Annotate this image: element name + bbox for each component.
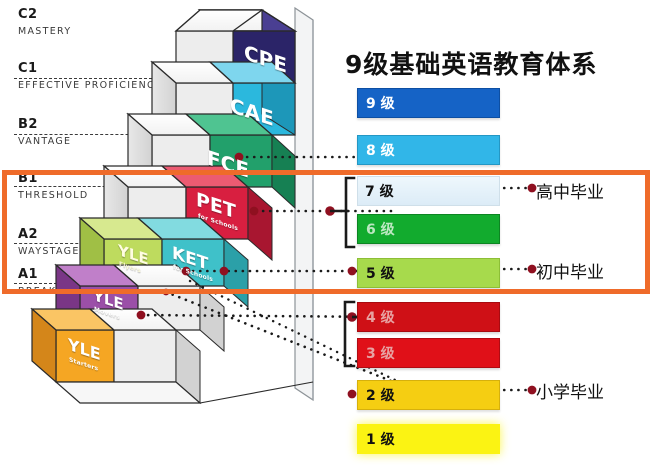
level-bar-6[interactable]: 6 级 xyxy=(357,214,500,244)
cefr-name: THRESHOLD xyxy=(18,190,89,201)
cefr-code: A1 xyxy=(18,267,39,282)
level-bar-2[interactable]: 2 级 xyxy=(357,380,500,410)
cefr-divider-line xyxy=(14,78,202,79)
cefr-name: VANTAGE xyxy=(18,136,72,147)
level-bar-label: 4 级 xyxy=(366,310,395,326)
milestone-label-high-school: 高中毕业 xyxy=(536,183,604,203)
level-bar-3[interactable]: 3 级 xyxy=(357,338,500,368)
level-bar-label: 2 级 xyxy=(366,388,395,404)
staircase-back-wall xyxy=(294,6,314,402)
cefr-code: A2 xyxy=(18,227,39,242)
cefr-band: B1 THRESHOLD xyxy=(18,172,89,201)
cefr-code: B2 xyxy=(18,117,38,132)
cefr-name: EFFECTIVE PROFICIENCY xyxy=(18,80,162,91)
level-bar-label: 3 级 xyxy=(366,346,395,362)
cefr-divider-line xyxy=(14,243,114,244)
cefr-band: C1 EFFECTIVE PROFICIENCY xyxy=(18,62,162,91)
cefr-name: WAYSTAGE xyxy=(18,246,80,257)
level-bar-label: 8 级 xyxy=(366,143,395,159)
level-bar-label: 6 级 xyxy=(366,222,395,238)
level-bar-9[interactable]: 9 级 xyxy=(357,88,500,118)
level-bar-4[interactable]: 4 级 xyxy=(357,302,500,332)
level-bar-label: 9 级 xyxy=(366,96,395,112)
cefr-divider-line xyxy=(14,134,164,135)
cefr-band: A2 WAYSTAGE xyxy=(18,228,80,257)
level-bar-5[interactable]: 5 级 xyxy=(357,258,500,288)
level-bar-label: 5 级 xyxy=(366,266,395,282)
milestone-label-primary-school: 小学毕业 xyxy=(536,383,604,403)
level-bar-label-7: 7 级 xyxy=(365,184,394,200)
level-bar-label: 1 级 xyxy=(366,432,395,448)
bracket-4-3 xyxy=(343,300,356,368)
cefr-divider-line xyxy=(14,186,140,187)
cefr-code: C2 xyxy=(18,7,38,22)
cefr-divider-line xyxy=(14,283,92,284)
cefr-code: C1 xyxy=(18,61,38,76)
cefr-band: B2 VANTAGE xyxy=(18,118,71,147)
cefr-name: MASTERY xyxy=(18,26,72,37)
bracket-7-6 xyxy=(344,176,356,249)
connector-diagonals xyxy=(188,279,426,396)
stair-step-yle-starters xyxy=(30,307,314,405)
cefr-code: B1 xyxy=(18,171,38,186)
level-bar-8[interactable]: 8 级 xyxy=(357,135,500,165)
right-panel-title: 9级基础英语教育体系 xyxy=(345,50,598,79)
level-group-brackets xyxy=(343,176,356,368)
level-bar-7[interactable] xyxy=(357,176,500,206)
milestone-label-middle-school: 初中毕业 xyxy=(536,263,604,283)
cefr-band: C2 MASTERY xyxy=(18,8,71,37)
level-bar-1[interactable]: 1 级 xyxy=(357,424,500,454)
